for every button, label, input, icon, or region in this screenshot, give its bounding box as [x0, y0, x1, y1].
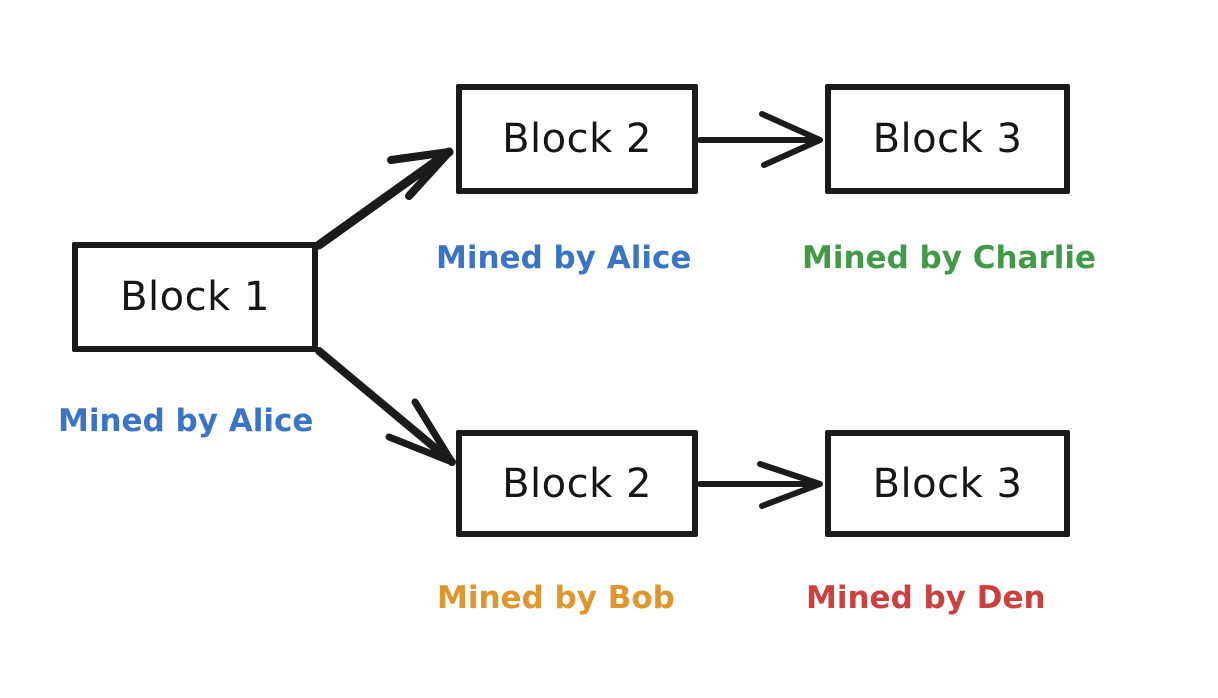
miner-label-block2-top: Mined by Alice	[436, 240, 692, 276]
miner-label-block2-bot: Mined by Bob	[437, 580, 675, 616]
block-label: Block 3	[872, 460, 1023, 507]
block-node-block2-bot[interactable]: Block 2	[456, 430, 698, 537]
block-label: Block 1	[120, 274, 270, 320]
edge-block2-bot-to-block3-bot	[697, 461, 823, 509]
block-node-block1[interactable]: Block 1	[72, 242, 318, 352]
miner-label-block3-top: Mined by Charlie	[802, 240, 1097, 276]
edge-block2-top-to-block3-top	[697, 111, 823, 168]
block-label: Block 2	[502, 116, 652, 162]
block-node-block3-bot[interactable]: Block 3	[825, 430, 1070, 537]
block-node-block2-top[interactable]: Block 2	[456, 84, 698, 194]
block-label: Block 3	[872, 116, 1023, 162]
miner-label-block3-bot: Mined by Den	[806, 580, 1046, 616]
edge-block1-to-block2-top	[314, 147, 454, 250]
block-label: Block 2	[502, 460, 652, 507]
block-node-block3-top[interactable]: Block 3	[825, 84, 1070, 194]
miner-label-block1: Mined by Alice	[58, 403, 314, 439]
edge-block1-to-block2-bot	[315, 347, 456, 466]
